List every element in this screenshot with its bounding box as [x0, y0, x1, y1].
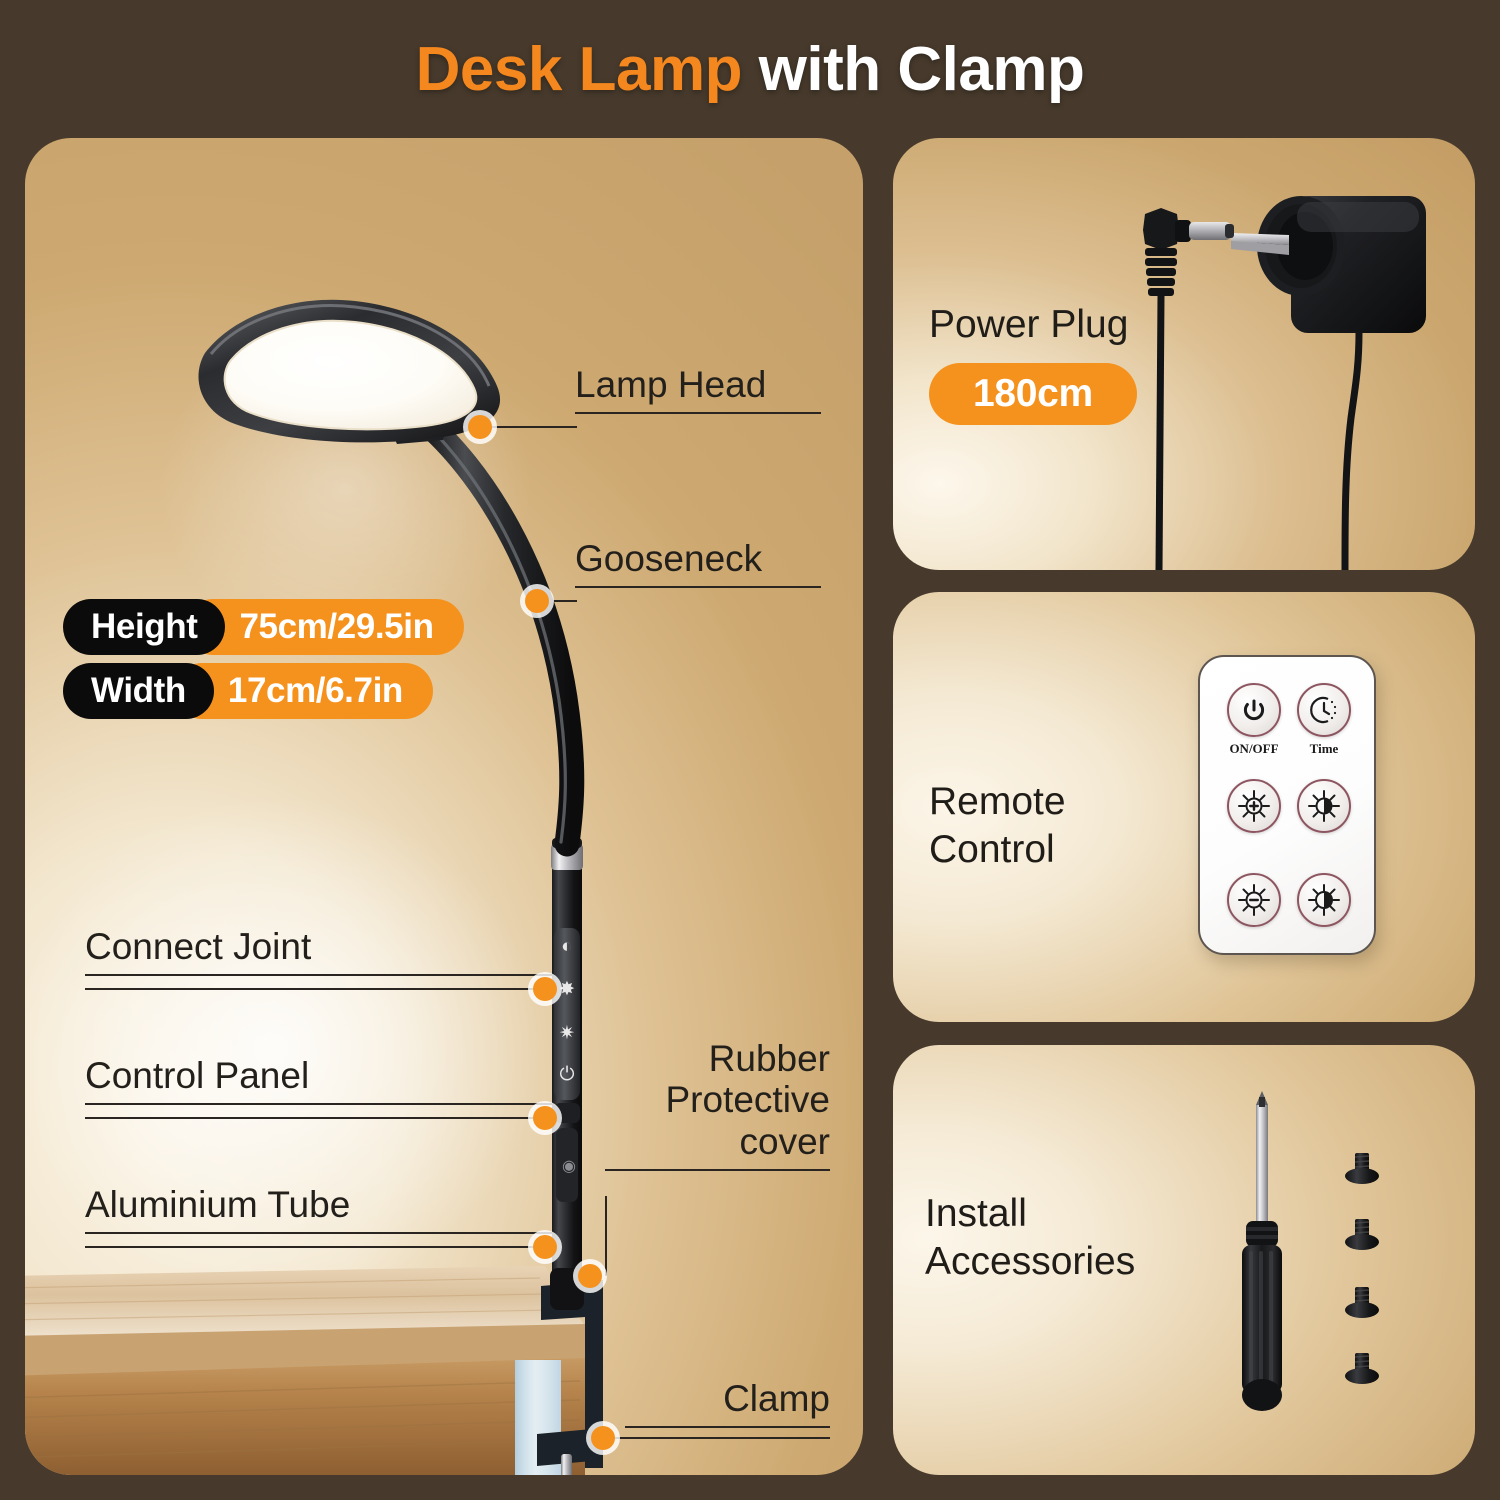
remote-control-panel: Remote Control ON/OFF Time [893, 592, 1475, 1022]
power-adapter-illustration [1143, 196, 1426, 570]
spec-height-key: Height [63, 599, 226, 655]
lamp-illustration: ◐ ✸ ✷ ⏻ ◉ [25, 138, 863, 1475]
remote-control-device[interactable]: ON/OFF Time [1198, 655, 1376, 955]
control-panel-brightness-icon: ✷ [559, 1023, 575, 1044]
remote-brightness-up-button[interactable] [1227, 779, 1281, 833]
install-accessories-illustration [1242, 1091, 1379, 1411]
remote-time-caption: Time [1309, 741, 1339, 756]
leader-gooseneck [545, 600, 577, 602]
remote-color-temp-warm-button[interactable] [1297, 779, 1351, 833]
leader-control-panel [85, 1117, 545, 1119]
page-title-part1: Desk Lamp [415, 34, 743, 104]
spec-height: Height 75cm/29.5in [63, 599, 464, 655]
callout-lamp-head-label: Lamp Head [575, 364, 767, 405]
remote-on-off-caption: ON/OFF [1229, 741, 1279, 756]
screw-illustration-4 [1345, 1353, 1379, 1384]
leader-aluminium-tube [85, 1246, 545, 1248]
screw-illustration-3 [1345, 1287, 1379, 1318]
screw-illustration-1 [1345, 1153, 1379, 1184]
dot-connect-joint[interactable] [533, 977, 557, 1001]
callout-lamp-head: Lamp Head [575, 364, 821, 415]
brightness-up-icon [1238, 790, 1270, 822]
page-title-part2: with Clamp [741, 34, 1085, 104]
lamp-head-illustration [198, 299, 501, 443]
callout-clamp-label: Clamp [723, 1378, 830, 1419]
control-panel-power-icon: ⏻ [559, 1064, 575, 1085]
gooseneck-illustration [410, 407, 585, 857]
leader-connect-joint [85, 988, 545, 990]
spec-width: Width 17cm/6.7in [63, 663, 433, 719]
leader-clamp [615, 1437, 830, 1439]
callout-clamp: Clamp [625, 1378, 830, 1429]
control-panel-brightness-up-icon: ✸ [559, 979, 575, 1000]
remote-brightness-down-button[interactable] [1227, 873, 1281, 927]
screwdriver-illustration [1242, 1091, 1282, 1411]
callout-control-panel: Control Panel [85, 1055, 555, 1106]
main-product-panel: ◐ ✸ ✷ ⏻ ◉ Lamp Head Gooseneck Connect Jo… [25, 138, 863, 1475]
callout-aluminium-tube: Aluminium Tube [85, 1184, 555, 1235]
power-plug-panel: Power Plug 180cm [893, 138, 1475, 570]
remote-color-temp-cool-button[interactable] [1297, 873, 1351, 927]
dot-control-panel[interactable] [533, 1106, 557, 1130]
callout-gooseneck: Gooseneck [575, 538, 821, 589]
remote-time-button[interactable] [1297, 683, 1351, 737]
control-panel-color-temp-icon: ◐ [561, 936, 573, 957]
lamp-body-illustration [198, 299, 603, 1475]
dot-aluminium-tube[interactable] [533, 1235, 557, 1259]
callout-gooseneck-rule [575, 586, 821, 589]
spec-height-value: 75cm/29.5in [185, 599, 464, 655]
page-title: Desk Lamp with Clamp [416, 34, 1085, 105]
dot-clamp[interactable] [591, 1426, 615, 1450]
screw-illustration-2 [1345, 1219, 1379, 1250]
callout-rubber-cover: Rubber Protective cover [605, 1038, 830, 1172]
callout-aluminium-tube-label: Aluminium Tube [85, 1184, 351, 1225]
color-temperature-icon [1308, 790, 1340, 822]
callout-rubber-cover-rule [605, 1169, 830, 1172]
callout-rubber-cover-label: Rubber Protective cover [665, 1038, 830, 1162]
brightness-down-icon [1238, 884, 1270, 916]
spec-width-key: Width [63, 663, 214, 719]
dot-rubber-cover[interactable] [578, 1264, 602, 1288]
color-temperature-cool-icon [1308, 884, 1340, 916]
callout-gooseneck-label: Gooseneck [575, 538, 763, 579]
dot-gooseneck[interactable] [525, 589, 549, 613]
callout-connect-joint-rule [85, 974, 555, 977]
install-accessories-label: Install Accessories [925, 1192, 1136, 1283]
callout-lamp-head-rule [575, 412, 821, 415]
dot-lamp-head[interactable] [468, 415, 492, 439]
callout-connect-joint-label: Connect Joint [85, 926, 312, 967]
power-plug-length-badge: 180cm [929, 363, 1137, 425]
callout-clamp-rule [625, 1426, 830, 1429]
callout-aluminium-tube-rule [85, 1232, 555, 1235]
callout-control-panel-rule [85, 1103, 555, 1106]
install-accessories-panel: Install Accessories [893, 1045, 1475, 1475]
header: Desk Lamp with Clamp [0, 0, 1500, 138]
control-panel-illustration [554, 928, 580, 1202]
power-plug-label: Power Plug [929, 303, 1129, 346]
leader-rubber-cover-vertical [605, 1196, 607, 1276]
remote-on-off-button[interactable] [1227, 683, 1281, 737]
callout-connect-joint: Connect Joint [85, 926, 555, 977]
leader-lamp-head [485, 426, 577, 428]
power-icon [1243, 699, 1265, 721]
callout-control-panel-label: Control Panel [85, 1055, 310, 1096]
rubber-protective-cover-icon: ◉ [562, 1158, 576, 1175]
timer-icon [1310, 696, 1337, 724]
remote-control-label: Remote Control [929, 780, 1066, 871]
